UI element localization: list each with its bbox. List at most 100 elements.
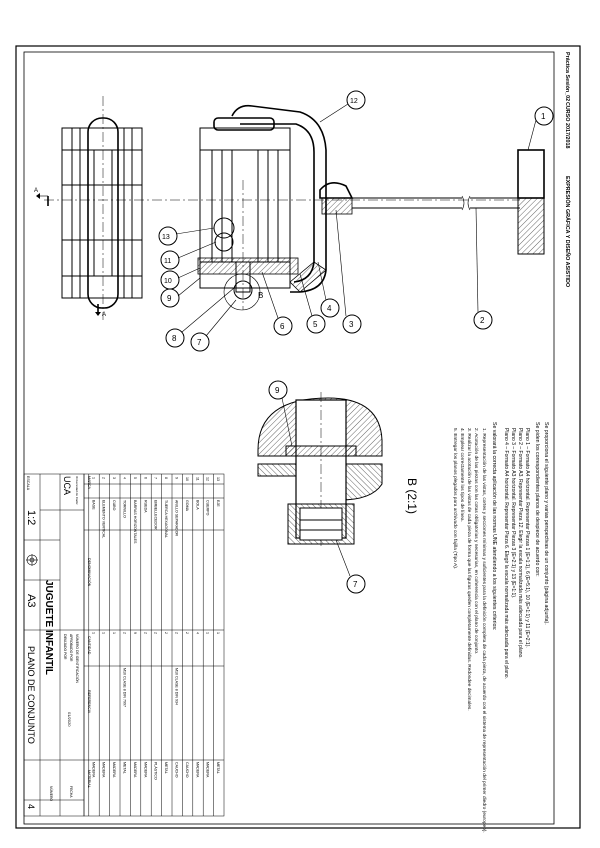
parts-cell-ref: M10 CLASE 8 DIN 934: [175, 668, 179, 705]
parts-cell-mark: 4: [123, 477, 127, 479]
parts-cell-mark: 3: [112, 477, 116, 479]
criterion-item: 2. Acotación de las piezas con las cotas…: [473, 428, 479, 654]
parts-cell-mat: METAL: [164, 762, 168, 774]
balloon-3: 3: [349, 320, 354, 329]
parts-cell-qty: 2: [164, 632, 168, 634]
header-rotated: Práctica Sesión_02 CURSO 2017/2018 EXPRE…: [564, 52, 572, 287]
instructions-plano2: Plano 2 – Formato A3. Representar Pieza …: [517, 428, 523, 659]
balloon-4: 4: [327, 304, 332, 313]
parts-cell-mark: 10: [185, 477, 189, 481]
parts-cell-name: ANILLO SEPARADOR: [175, 500, 179, 536]
parts-cell-mat: MADERA: [91, 762, 95, 778]
balloon-6: 6: [280, 322, 285, 331]
parts-cell-name: EMBELLECEDOR: [154, 500, 158, 530]
parts-cell-name: GOMA: [185, 500, 189, 512]
parts-cell-mark: 6: [143, 477, 147, 479]
parts-cell-mark: 8: [164, 477, 168, 479]
criterion-item: 4. Emplear correctamente los tipos de lí…: [459, 428, 465, 522]
balloon-2: 2: [480, 316, 485, 325]
parts-cell-qty: 1: [206, 632, 210, 634]
parts-cell-mat: MADERA: [133, 762, 137, 778]
balloon-13: 13: [162, 234, 170, 241]
header-subject: EXPRESIÓN GRÁFICA Y DISEÑO ASISTIDO: [564, 176, 572, 287]
parts-list-table: 13EJE1METAL12CUERPO1MADERA11BOLA4MADERA1…: [83, 473, 225, 817]
parts-cell-name: BARRAS HORIZONTALES: [133, 500, 137, 544]
parts-cell-qty: 2: [185, 632, 189, 634]
parts-cell-name: BASE: [91, 500, 95, 510]
parts-cell-mark: 9: [175, 477, 179, 479]
detail-balloon-7: 7: [353, 580, 358, 589]
projection-symbol-icon: [26, 554, 38, 566]
parts-cell-mark: 2: [102, 477, 106, 479]
balloon-10: 10: [164, 278, 172, 285]
parts-headers: MARCA DENOMINACIÓN CANTIDAD REFERENCIA M…: [87, 476, 92, 788]
parts-cell-qty: 1: [91, 632, 95, 634]
balloon-7: 7: [197, 338, 202, 347]
format-value: A3: [25, 594, 37, 607]
balloon-5: 5: [313, 320, 318, 329]
header-course: CURSO 2017/2018: [564, 102, 570, 148]
parts-cell-qty: 1: [112, 632, 116, 634]
parts-cell-mark: 5: [133, 477, 137, 479]
sheet-number: 4: [26, 804, 36, 809]
detail-title: B (2:1): [405, 478, 419, 514]
parts-cell-qty: 2: [154, 632, 158, 634]
balloon-12: 12: [350, 98, 358, 105]
parts-cell-mat: CAUCHO: [175, 762, 179, 778]
detail-marker-b: B: [258, 291, 263, 300]
parts-cell-mat: MADERA: [112, 762, 116, 778]
parts-cell-mat: PLÁSTICO: [154, 762, 158, 780]
handle-piece-12: [231, 104, 327, 293]
title-block: UCA Universidad de Cádiz ESCALA 1:2 A3 J…: [23, 473, 85, 817]
parts-cell-mat: MADERA: [206, 762, 210, 778]
date-label: FECHA: [69, 786, 73, 798]
parts-cell-name: BOLA: [195, 500, 199, 510]
parts-cell-name: ELEMENTO VERTICAL: [102, 500, 106, 538]
instructions-plano4: Plano 4 – Formato A4 horizontal. Represe…: [503, 428, 509, 679]
parts-cell-mat: MADERA: [143, 762, 147, 778]
outer-frame: [15, 45, 581, 829]
header-practice: Práctica Sesión_02: [564, 52, 570, 101]
parts-cell-qty: 2: [175, 632, 179, 634]
instructions-valuation: Se valorará la correcta aplicación de la…: [491, 422, 497, 630]
university-name: Universidad de Cádiz: [75, 476, 79, 505]
id-number-label: NÚMERO DE IDENTIFICACIÓN: [75, 634, 80, 684]
section-label-a-bottom: A: [102, 312, 106, 318]
parts-cell-name: TORNILLO: [123, 500, 127, 518]
parts-cell-mark: 1: [91, 477, 95, 479]
parts-cell-mat: METAL: [216, 762, 220, 774]
header-referencia: REFERENCIA: [87, 690, 91, 714]
parts-cell-qty: 2: [143, 632, 147, 634]
instructions-plano3: Plano 3 – Formato A3 horizontal. Represe…: [510, 428, 516, 598]
base-and-cube: [319, 149, 545, 255]
left-wheel-side-view: [44, 96, 520, 320]
parts-cell-mark: 13: [216, 477, 220, 481]
parts-cell-name: CUBO: [112, 500, 116, 511]
instructions-intro: Se proporciona el siguiente plano y vari…: [543, 422, 549, 625]
detail-b-view: B (2:1) 9 7: [257, 380, 419, 594]
parts-cell-qty: 1: [216, 632, 220, 634]
detail-balloon-9: 9: [275, 386, 280, 395]
criterion-item: 3. Realizar la acotación de las vistas d…: [466, 428, 472, 711]
balloons-main: 1 2 3 4 5 6 7 8 9: [158, 90, 554, 352]
balloon-9: 9: [167, 294, 172, 303]
header-cantidad: CANTIDAD: [87, 636, 91, 655]
scale-value: 1:2: [25, 510, 37, 525]
approved-by-label: APROBADO POR: [69, 634, 73, 662]
section-marker-a: A A: [34, 188, 106, 318]
id-number-value: 01/2020: [67, 712, 72, 727]
drawing-name: PLANO DE CONJUNTO: [26, 646, 36, 744]
instructions-planes-intro: Se piden los correspondientes planos de …: [534, 422, 540, 577]
parts-cell-mark: 11: [195, 477, 199, 481]
number-label: NÚMERO: [49, 786, 54, 801]
inner-frame: [23, 51, 555, 825]
parts-cell-name: CUERPO: [206, 500, 210, 516]
parts-cell-name: RUEDA: [143, 500, 147, 513]
instructions-block: Se proporciona el siguiente plano y vari…: [452, 422, 549, 833]
main-assembly-view: A A B: [34, 90, 554, 352]
parts-cell-name: EJE: [216, 500, 220, 507]
criterion-item: 5. Entregar los planos plegados para arc…: [452, 428, 458, 569]
parts-cell-qty: 2: [123, 632, 127, 634]
parts-cell-qty: 9: [133, 632, 137, 634]
